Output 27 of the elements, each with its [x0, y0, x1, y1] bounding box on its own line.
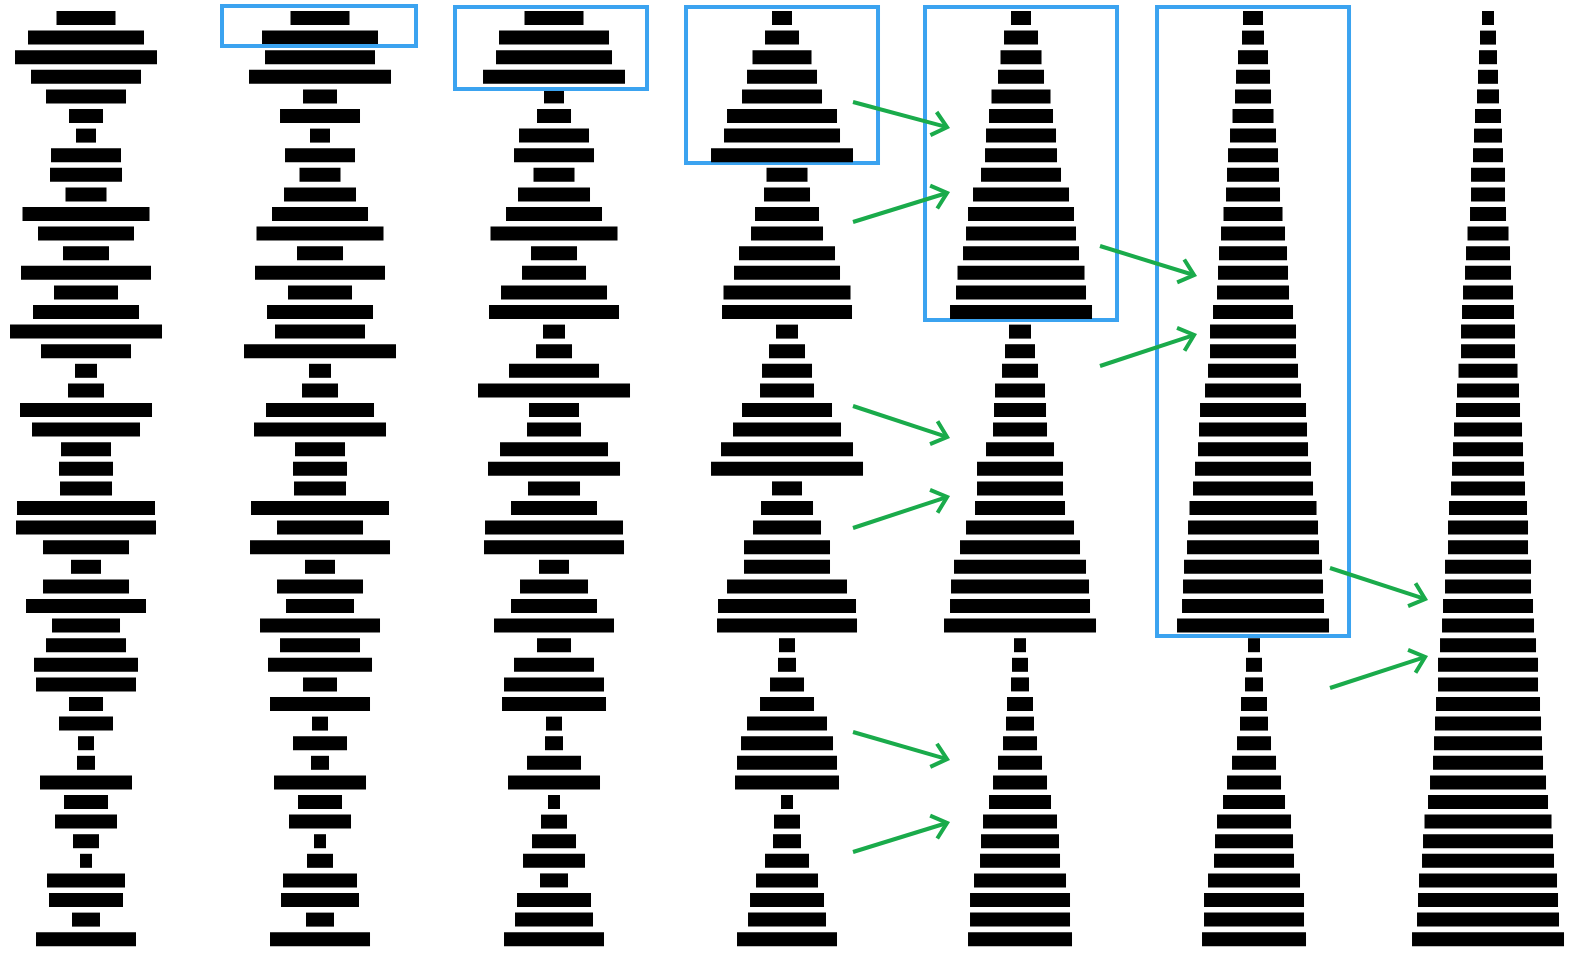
arrow	[852, 100, 950, 137]
bar-stack-drawing	[722, 167, 852, 319]
highlight-box	[1155, 5, 1351, 638]
bar-stack-drawing	[737, 795, 837, 947]
highlight-box	[923, 5, 1119, 322]
highlight-box	[220, 4, 418, 48]
arrow	[852, 813, 950, 854]
arrow	[852, 404, 950, 446]
arrow	[1329, 566, 1429, 608]
bar-stack-drawing	[1202, 638, 1306, 947]
arrow	[1099, 244, 1197, 285]
bar-stack-drawing	[944, 324, 1096, 633]
arrow	[852, 183, 950, 224]
arrow	[852, 488, 950, 530]
bar-stack-drawing	[1412, 11, 1564, 947]
bar-stack-drawing	[711, 11, 853, 163]
highlight-box	[684, 5, 880, 165]
arrow	[1329, 648, 1429, 690]
bar-stack-drawing	[1177, 11, 1329, 633]
bar-stack-drawing	[717, 481, 857, 633]
bar-stack-drawing	[950, 11, 1092, 319]
arrow	[852, 730, 950, 769]
bar-stack-drawing	[968, 638, 1072, 947]
bar-stack-drawing	[711, 324, 863, 476]
arrow	[1099, 326, 1197, 368]
highlight-box	[453, 5, 649, 91]
bar-stack-drawing	[735, 638, 839, 790]
